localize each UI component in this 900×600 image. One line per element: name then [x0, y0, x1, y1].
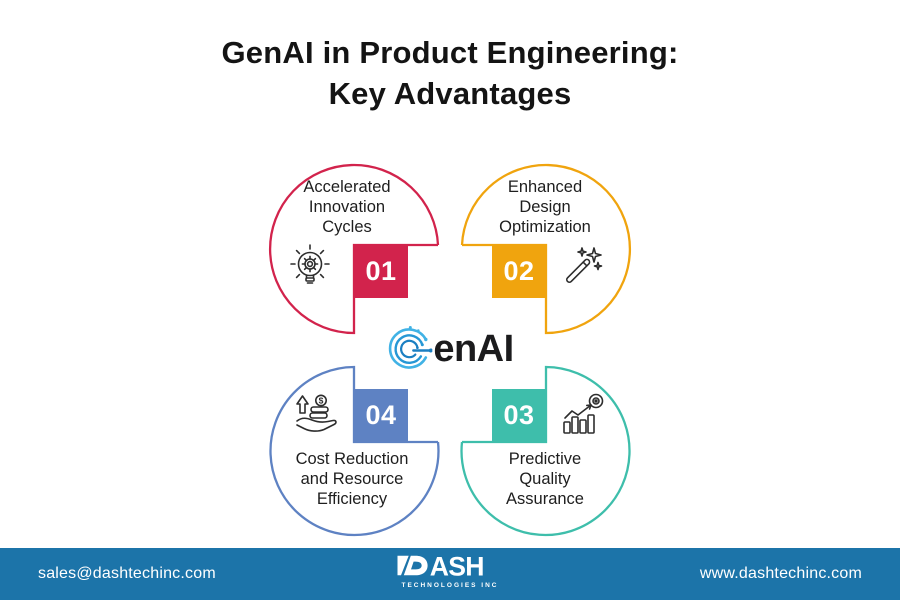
circle-outline-04	[269, 365, 440, 537]
footer-email-link[interactable]: sales@dashtechinc.com	[38, 565, 216, 582]
genai-wordmark: enAI	[386, 325, 514, 373]
dash-logo-text: ASH	[430, 555, 484, 576]
dash-logo-d-bowl-icon	[403, 555, 428, 576]
label-enhanced-design: Enhanced Design Optimization	[499, 178, 591, 236]
dash-logo-subtext: TECHNOLOGIES INC	[401, 582, 499, 589]
circle-outline-03	[460, 365, 631, 537]
genai-brand-text: enAI	[433, 328, 514, 370]
label-cost-reduction: Cost Reduction and Resource Efficiency	[295, 450, 409, 508]
dash-logo: ASH TECHNOLOGIES INC	[397, 551, 503, 589]
advantages-diagram: $	[269, 163, 631, 537]
genai-g-logo-icon	[388, 326, 433, 369]
hand-coins-icon: $	[296, 394, 337, 432]
chart-target-icon	[563, 393, 604, 434]
badge-04-number: 04	[365, 400, 397, 430]
badge-04: 04	[354, 389, 408, 442]
dash-logo-wordmark: ASH	[397, 551, 484, 581]
label-predictive-quality: Predictive Quality Assurance	[506, 450, 584, 508]
page-title-line2: Key Advantages	[328, 76, 572, 111]
circle-outline-01	[269, 163, 440, 335]
label-accelerated-innovation: Accelerated Innovation Cycles	[303, 178, 391, 236]
page-title: GenAI in Product Engineering: Key Advant…	[0, 32, 900, 114]
dollar-glyph: $	[319, 395, 324, 405]
magic-wand-icon	[566, 247, 603, 283]
badge-03: 03	[492, 389, 546, 442]
dash-logo-d-icon	[397, 555, 409, 576]
footer-bar: sales@dashtechinc.com ASH TECHNOLOGIES I…	[0, 548, 900, 600]
badge-03-number: 03	[503, 400, 535, 430]
lightbulb-gear-icon	[290, 244, 330, 284]
badge-01: 01	[354, 245, 408, 298]
page-title-line1: GenAI in Product Engineering:	[221, 35, 679, 70]
badge-02: 02	[492, 245, 546, 298]
badge-02-number: 02	[503, 256, 535, 286]
circle-outline-02	[460, 163, 631, 335]
badge-01-number: 01	[365, 256, 397, 286]
footer-website-link[interactable]: www.dashtechinc.com	[699, 565, 862, 582]
